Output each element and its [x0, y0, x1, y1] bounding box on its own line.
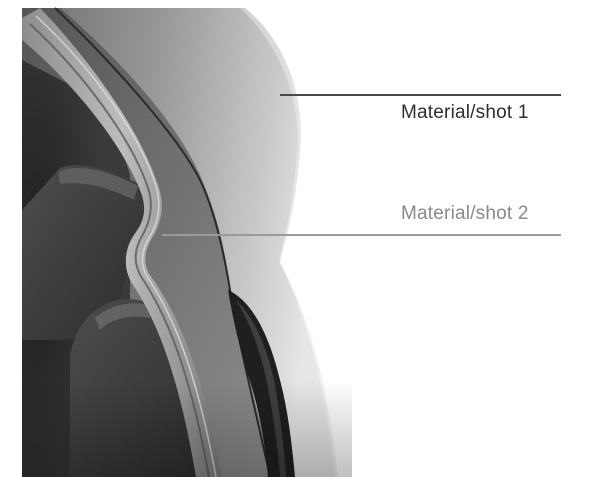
callout-label-material-shot-2: Material/shot 2 — [401, 203, 529, 225]
callout-label-material-shot-1: Material/shot 1 — [401, 102, 529, 124]
